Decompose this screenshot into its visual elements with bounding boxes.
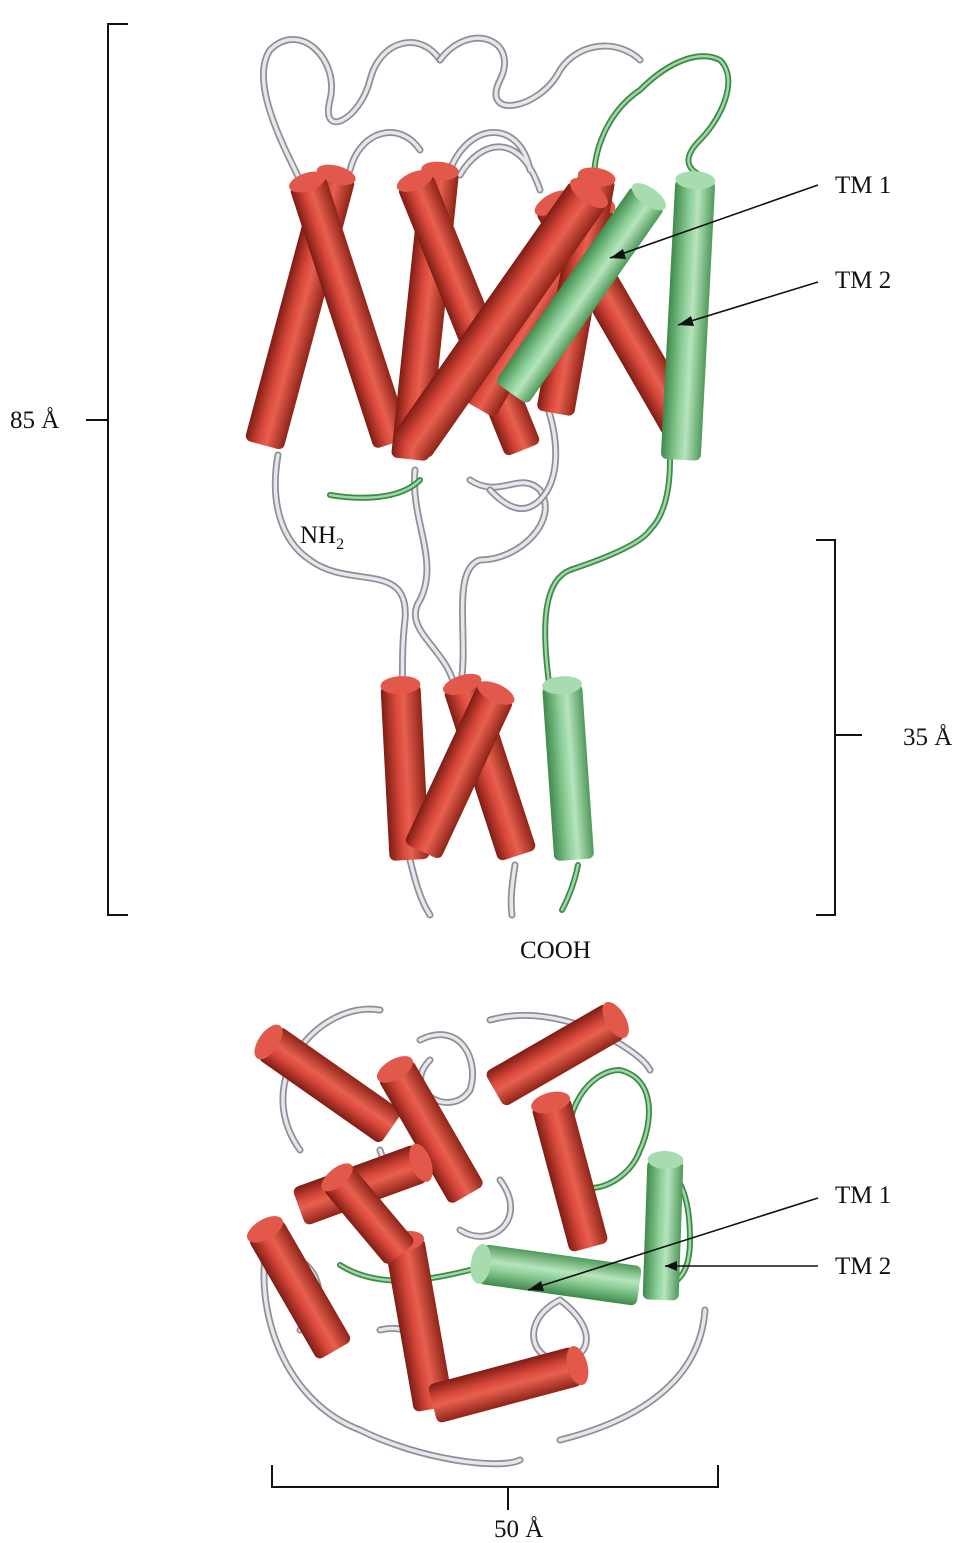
top-helix-8 [427, 1344, 592, 1424]
tm2-side-label: TM 2 [835, 267, 891, 294]
height-label: 85 Å [10, 407, 59, 434]
loop-grey-middle [414, 470, 545, 690]
tm1-side-label: TM 1 [835, 172, 891, 199]
c-terminus-label: COOH [520, 937, 591, 964]
helix-tm-green-lower [541, 675, 594, 861]
width-label: 50 Å [494, 1516, 543, 1543]
tm1-top-label: TM 1 [835, 1182, 891, 1209]
lower-domain-scale-bracket: 35 Å [816, 540, 952, 915]
tm2-top-label: TM 2 [835, 1253, 891, 1280]
width-scale-bar: 50 Å [272, 1465, 718, 1543]
loop-grey-2 [440, 38, 640, 105]
helix-tm2-top [643, 1150, 684, 1300]
loop-green-bottom [330, 460, 670, 690]
side-view: 85 Å 35 Å NH2 COOH TM 1 TM 2 [10, 24, 952, 964]
top-view: TM 1 TM 2 50 Å [243, 998, 892, 1543]
tm2-top-pointer: TM 2 [665, 1253, 891, 1280]
loop-grey-nterm [275, 455, 405, 690]
loop-grey-cterm [410, 860, 515, 915]
top-helix-6 [243, 1211, 353, 1361]
helix-tm1-top [468, 1243, 642, 1306]
top-helix-1 [249, 1020, 403, 1145]
loop-green-top [594, 56, 728, 190]
top-helix-5 [529, 1088, 609, 1253]
loop-green-cterm [562, 865, 578, 910]
lower-domain-helices [380, 670, 594, 862]
top-view-red-helices [243, 998, 635, 1424]
n-terminus-label: NH2 [300, 522, 344, 553]
height-scale-bracket: 85 Å [10, 24, 128, 915]
lower-domain-label: 35 Å [903, 724, 952, 751]
